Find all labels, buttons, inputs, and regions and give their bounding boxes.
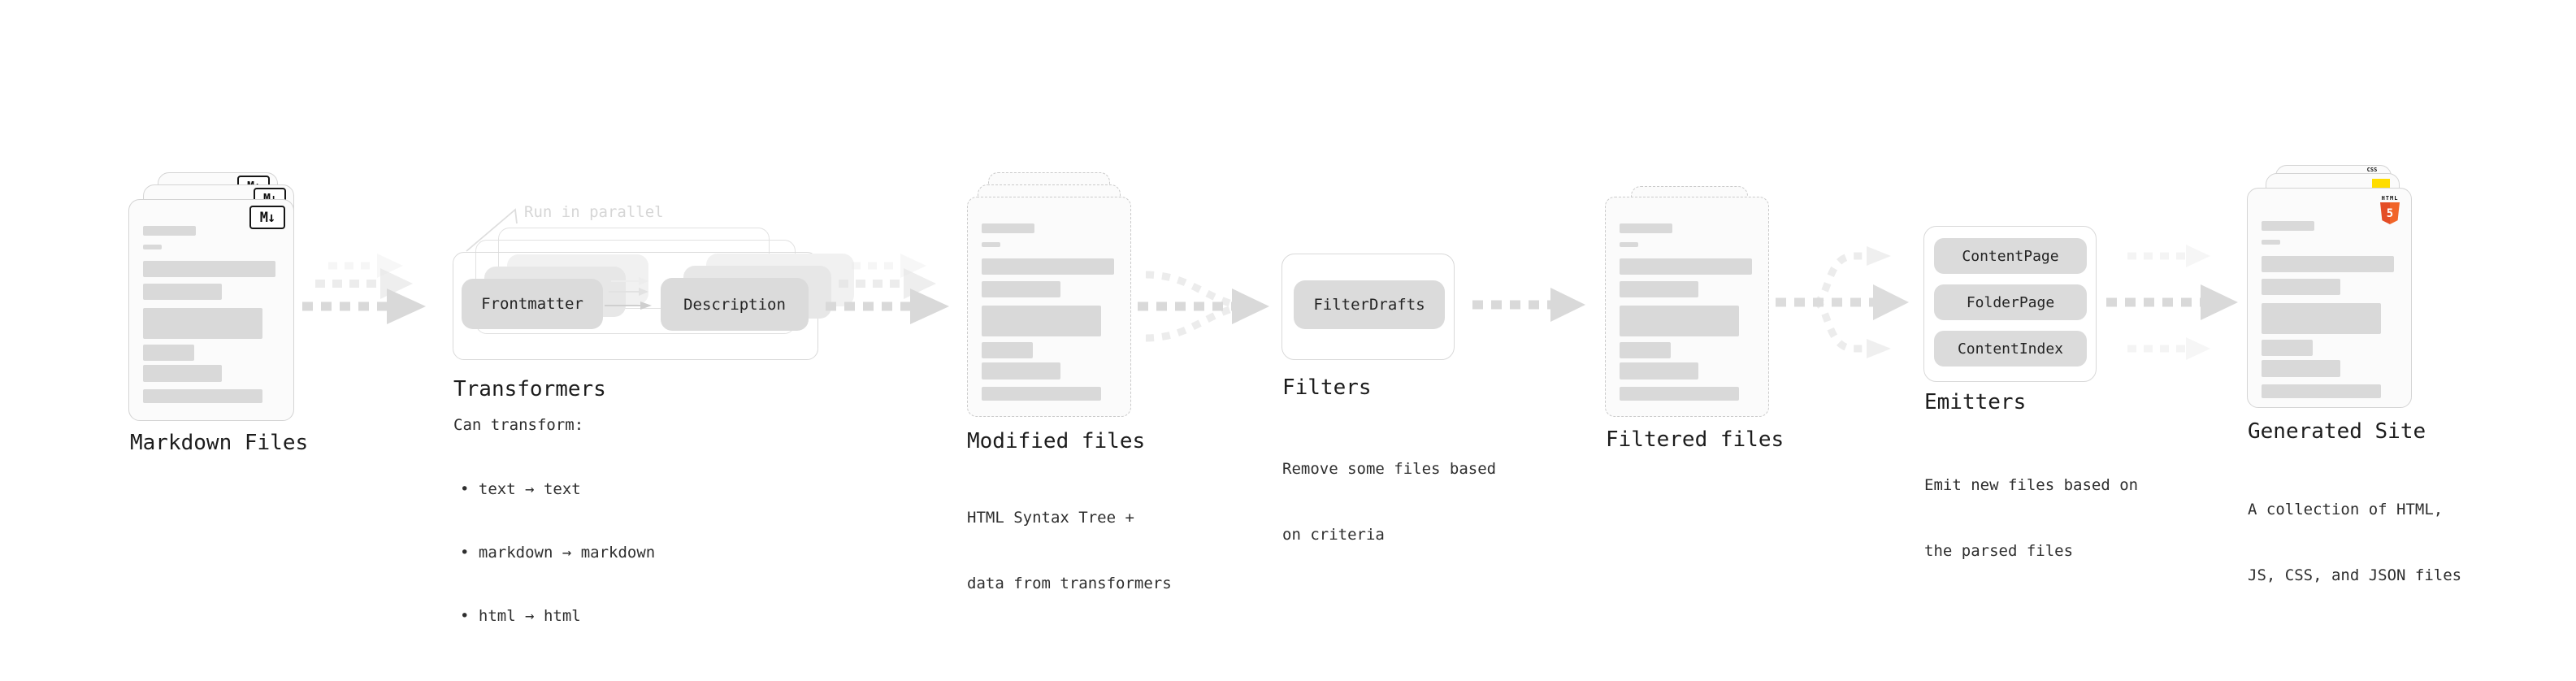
modified-files-subtitle: HTML Syntax Tree + data from transformer… (967, 463, 1172, 639)
stage-title-filtered-files: Filtered files (1606, 427, 1785, 452)
list-item: • html → html (460, 607, 581, 625)
annotation-callout-line (466, 208, 518, 252)
placeholder-bar (1620, 258, 1752, 275)
placeholder-bar (982, 342, 1033, 358)
description-node: Description (661, 278, 809, 331)
placeholder-bar (2262, 256, 2394, 272)
placeholder-bar (2262, 384, 2381, 398)
subtitle-line: Emit new files based on (1924, 476, 2139, 494)
filtered-file-card-front (1605, 197, 1769, 417)
placeholder-bar (2262, 240, 2280, 245)
html5-icon: HTML 5 (2380, 195, 2400, 224)
placeholder-bar (982, 362, 1060, 380)
placeholder-bar (1620, 281, 1698, 297)
css-icon-label: CSS (2366, 167, 2378, 173)
placeholder-bar (143, 308, 262, 339)
arrow-filtered-to-emitters (1776, 246, 1909, 358)
arrow-emitters-to-generated (2106, 245, 2238, 360)
placeholder-bar (1620, 306, 1739, 336)
placeholder-bar (143, 365, 222, 382)
stage-title-filters: Filters (1282, 375, 1372, 400)
folderpage-node: FolderPage (1934, 284, 2087, 320)
doc-content-placeholder (2262, 221, 2394, 398)
filters-subtitle: Remove some files based on criteria (1282, 414, 1496, 590)
markdown-icon: M↓ (249, 206, 285, 229)
placeholder-bar (1620, 362, 1698, 380)
markdown-file-card-front: M↓ (128, 199, 294, 421)
placeholder-bar (143, 261, 275, 277)
stage-title-emitters: Emitters (1924, 390, 2027, 414)
generated-file-card-html: HTML 5 (2247, 188, 2412, 408)
placeholder-bar (2262, 221, 2314, 231)
arrow-markdown-to-transformers (302, 254, 426, 324)
placeholder-bar (982, 387, 1101, 401)
placeholder-bar (982, 306, 1101, 336)
filterdrafts-node: FilterDrafts (1294, 280, 1445, 329)
placeholder-bar (1620, 342, 1671, 358)
subtitle-line: A collection of HTML, (2248, 501, 2444, 518)
arrow-modified-to-filters (1138, 271, 1269, 342)
arrow-transformers-to-modified (826, 254, 949, 324)
placeholder-bar (982, 258, 1114, 275)
placeholder-bar (143, 245, 162, 249)
transformers-capability-list: • text → text • markdown → markdown • ht… (460, 436, 655, 669)
parallel-run-arrows (605, 277, 652, 310)
stage-title-generated-site: Generated Site (2248, 419, 2426, 444)
stage-title-modified-files: Modified files (967, 429, 1146, 453)
placeholder-bar (1620, 223, 1672, 233)
placeholder-bar (982, 242, 1000, 247)
html5-icon-shield: 5 (2380, 202, 2400, 224)
placeholder-bar (143, 284, 222, 300)
doc-content-placeholder (1620, 223, 1752, 401)
emitters-subtitle: Emit new files based on the parsed files (1924, 431, 2138, 606)
frontmatter-node: Frontmatter (462, 279, 603, 329)
arrow-filters-to-filtered (1472, 288, 1585, 322)
placeholder-bar (982, 223, 1034, 233)
placeholder-bar (982, 281, 1060, 297)
placeholder-bar (143, 345, 194, 361)
placeholder-bar (1620, 242, 1638, 247)
html5-icon-label: HTML (2381, 195, 2399, 202)
subtitle-line: the parsed files (1924, 542, 2074, 560)
subtitle-line: HTML Syntax Tree + (967, 509, 1134, 527)
placeholder-bar (2262, 303, 2381, 334)
placeholder-bar (2262, 279, 2340, 295)
placeholder-bar (143, 389, 262, 403)
placeholder-bar (1620, 387, 1739, 401)
subtitle-line: JS, CSS, and JSON files (2248, 566, 2462, 584)
list-item: • text → text (460, 480, 581, 498)
modified-file-card-front (967, 197, 1131, 417)
subtitle-line: on criteria (1282, 526, 1385, 544)
doc-content-placeholder (143, 226, 275, 403)
doc-content-placeholder (982, 223, 1114, 401)
run-in-parallel-note: Run in parallel (524, 203, 664, 221)
stage-title-transformers: Transformers (453, 377, 606, 401)
list-item: • markdown → markdown (460, 544, 656, 562)
placeholder-bar (2262, 360, 2340, 377)
subtitle-line: data from transformers (967, 575, 1172, 592)
subtitle-line: Remove some files based (1282, 460, 1497, 478)
generated-site-subtitle: A collection of HTML, JS, CSS, and JSON … (2248, 455, 2461, 631)
placeholder-bar (143, 226, 196, 236)
transformers-description-heading: Can transform: (453, 416, 584, 434)
stage-title-markdown-files: Markdown Files (130, 431, 309, 455)
js-icon (2372, 179, 2390, 188)
contentpage-node: ContentPage (1934, 238, 2087, 274)
contentindex-node: ContentIndex (1934, 331, 2087, 367)
placeholder-bar (2262, 340, 2313, 356)
